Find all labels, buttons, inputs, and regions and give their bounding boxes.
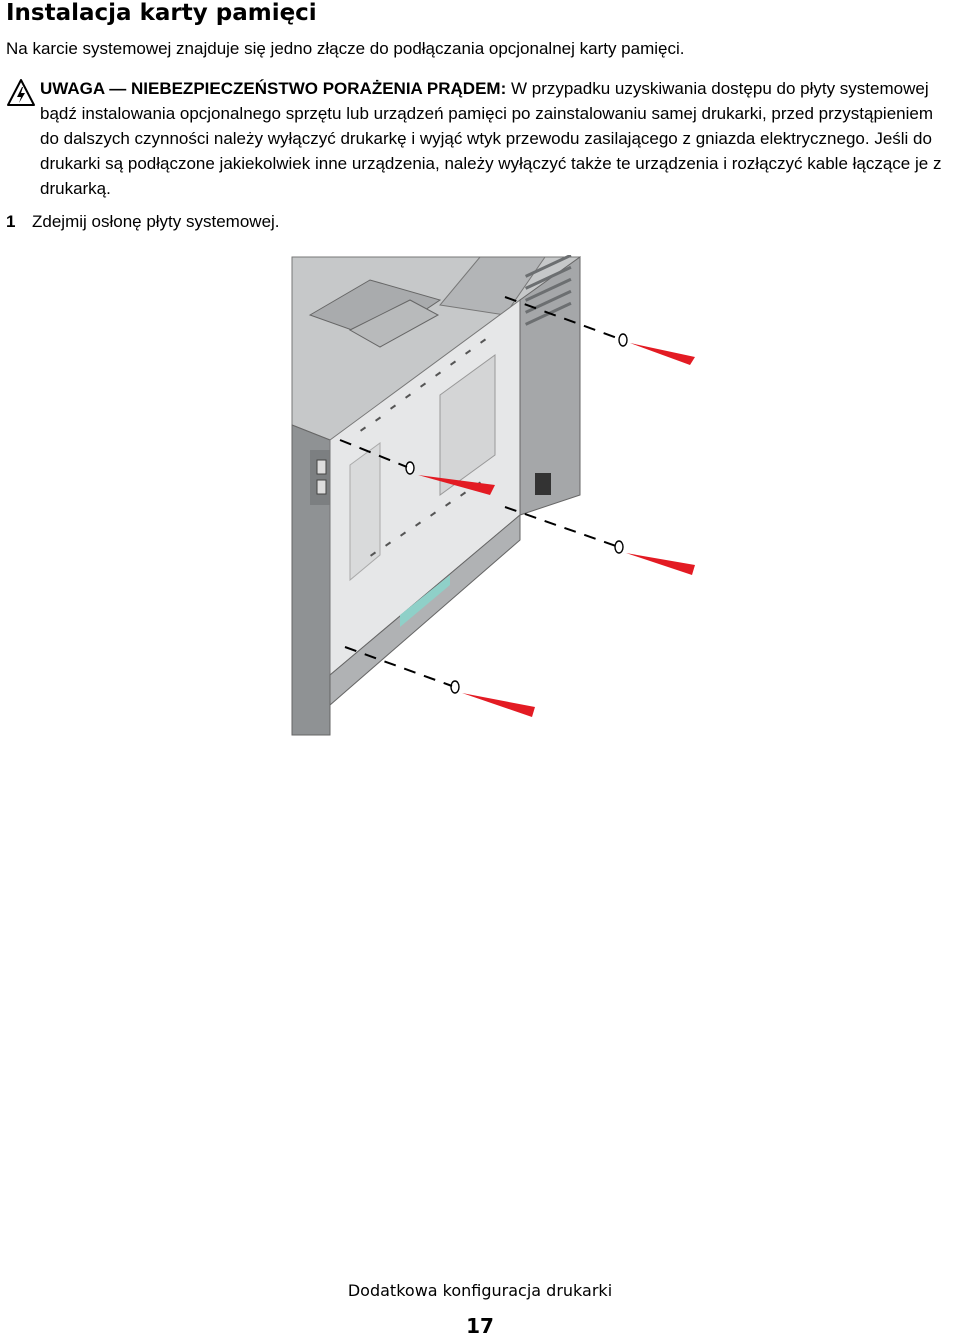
page-number: 17 [466, 1314, 494, 1338]
step-1: 1 Zdejmij osłonę płyty systemowej. [6, 210, 280, 234]
intro-paragraph: Na karcie systemowej znajduje się jedno … [6, 39, 685, 58]
step-text: Zdejmij osłonę płyty systemowej. [32, 212, 280, 231]
printer-cover-removal-illustration [291, 255, 695, 736]
page-title: Instalacja karty pamięci [6, 0, 317, 26]
caution-text: W przypadku uzyskiwania dostępu do płyty… [40, 79, 942, 198]
footer-section-title: Dodatkowa konfiguracja drukarki [347, 1281, 613, 1300]
caution-notice: UWAGA — NIEBEZPIECZEŃSTWO PORAŻENIA PRĄD… [40, 76, 956, 201]
step-number: 1 [6, 212, 16, 231]
caution-label: UWAGA — NIEBEZPIECZEŃSTWO PORAŻENIA PRĄD… [40, 79, 507, 98]
electric-shock-warning-icon [7, 79, 35, 106]
